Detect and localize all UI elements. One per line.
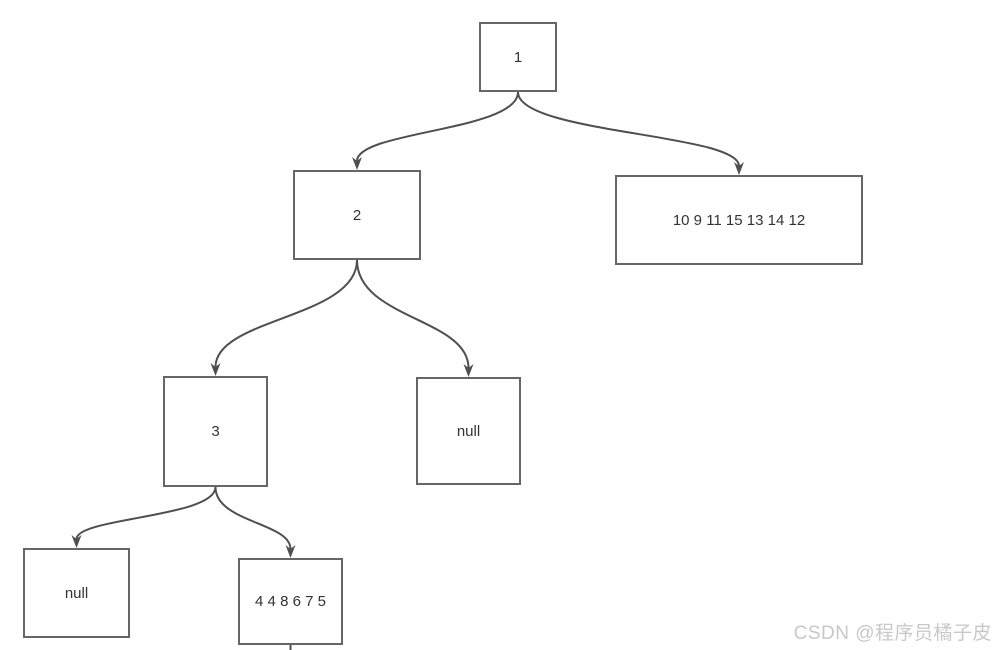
arrowhead-icon: [71, 535, 82, 548]
tree-node-left: 2: [293, 170, 421, 260]
tree-node-root: 1: [479, 22, 557, 92]
tree-edge: [517, 91, 740, 167]
tree-node-label: 1: [513, 48, 523, 66]
tree-node-leafArr: 4 4 8 6 7 5: [238, 558, 343, 645]
tree-node-label: 10 9 11 15 13 14 12: [672, 211, 806, 229]
tree-edge: [214, 259, 358, 368]
arrowhead-icon: [734, 162, 744, 175]
arrowhead-icon: [463, 364, 474, 377]
tree-node-label: null: [64, 584, 89, 602]
tree-node-node3: 3: [163, 376, 268, 487]
tree-node-label: 3: [211, 423, 220, 440]
tree-node-label: 4 4 8 6 7 5: [255, 593, 326, 610]
arrowhead-icon: [210, 363, 221, 376]
tree-edge: [356, 259, 470, 369]
tree-node-nullBL: null: [23, 548, 130, 638]
tree-node-nullMid: null: [416, 377, 521, 485]
arrowhead-icon: [285, 545, 296, 558]
tree-edge: [75, 486, 217, 540]
arrowhead-icon: [352, 157, 362, 170]
watermark: CSDN @程序员橘子皮: [793, 623, 992, 644]
tree-node-label: null: [456, 422, 481, 440]
tree-edge: [356, 91, 519, 162]
tree-node-label: 2: [352, 206, 362, 224]
tree-edge: [214, 486, 292, 550]
tree-node-rightArr: 10 9 11 15 13 14 12: [615, 175, 863, 265]
